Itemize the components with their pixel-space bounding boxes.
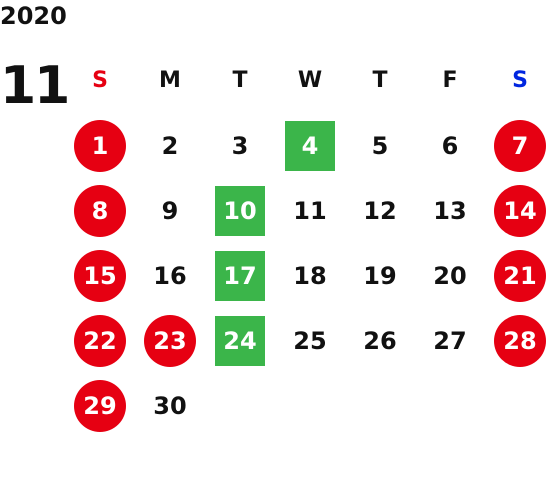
day-cell[interactable]: 13 [415,178,485,243]
marked-day-number: 24 [215,315,265,366]
weekday-sat: S [512,68,528,93]
weekday-fri: F [442,68,458,93]
day-number: 20 [433,261,467,290]
holiday-day-number: 22 [74,314,126,367]
day-cell[interactable]: 25 [275,308,345,373]
day-cell[interactable]: 2 [135,113,205,178]
weekday-wed: W [297,68,323,93]
weekday-tue: T [232,68,248,93]
week-row: 22 23 24 25 26 27 28 [65,308,548,373]
day-cell[interactable]: 7 [485,113,548,178]
day-number: 12 [363,196,397,225]
day-cell [345,373,415,438]
day-cell[interactable]: 12 [345,178,415,243]
holiday-day-number: 23 [144,314,196,367]
day-number: 3 [231,131,249,160]
marked-day-number: 10 [215,185,265,236]
day-number: 26 [363,326,397,355]
day-cell[interactable]: 16 [135,243,205,308]
day-number: 6 [441,131,459,160]
day-number: 30 [153,391,187,420]
day-cell [275,373,345,438]
day-number: 13 [433,196,467,225]
day-cell [415,373,485,438]
holiday-day-number: 21 [494,249,546,302]
day-cell[interactable]: 30 [135,373,205,438]
year-label: 2020 [0,2,67,30]
holiday-day-number: 7 [494,119,546,172]
day-cell[interactable]: 21 [485,243,548,308]
day-cell[interactable]: 9 [135,178,205,243]
marked-day-number: 17 [215,250,265,301]
weekday-thu: T [372,68,388,93]
day-cell[interactable]: 1 [65,113,135,178]
week-row: 15 16 17 18 19 20 21 [65,243,548,308]
day-cell[interactable]: 4 [275,113,345,178]
month-label: 11 [0,56,70,116]
holiday-day-number: 1 [74,119,126,172]
holiday-day-number: 29 [74,379,126,432]
weekday-mon: M [159,68,181,93]
day-number: 27 [433,326,467,355]
day-cell[interactable]: 15 [65,243,135,308]
day-cell[interactable]: 14 [485,178,548,243]
day-cell[interactable]: 24 [205,308,275,373]
week-row: 1 2 3 4 5 6 7 [65,113,548,178]
day-cell[interactable]: 18 [275,243,345,308]
day-cell[interactable]: 20 [415,243,485,308]
day-number: 25 [293,326,327,355]
weekday-sun: S [92,68,108,93]
day-cell [205,373,275,438]
day-cell[interactable]: 22 [65,308,135,373]
week-row: 29 30 [65,373,548,438]
day-cell[interactable]: 5 [345,113,415,178]
day-cell[interactable]: 17 [205,243,275,308]
day-number: 9 [161,196,179,225]
day-cell[interactable]: 19 [345,243,415,308]
day-cell[interactable]: 26 [345,308,415,373]
day-cell[interactable]: 3 [205,113,275,178]
day-number: 2 [161,131,179,160]
holiday-day-number: 8 [74,184,126,237]
day-cell[interactable]: 11 [275,178,345,243]
day-cell[interactable]: 10 [205,178,275,243]
marked-day-number: 4 [285,120,335,171]
holiday-day-number: 28 [494,314,546,367]
holiday-day-number: 15 [74,249,126,302]
day-cell[interactable]: 8 [65,178,135,243]
day-cell[interactable]: 23 [135,308,205,373]
holiday-day-number: 14 [494,184,546,237]
day-number: 18 [293,261,327,290]
day-cell[interactable]: 29 [65,373,135,438]
day-cell[interactable]: 27 [415,308,485,373]
weekday-header-row: S M T W T F S [65,48,548,113]
day-number: 16 [153,261,187,290]
day-number: 5 [371,131,389,160]
day-cell[interactable]: 6 [415,113,485,178]
day-number: 19 [363,261,397,290]
week-row: 8 9 10 11 12 13 14 [65,178,548,243]
day-cell[interactable]: 28 [485,308,548,373]
day-cell [485,373,548,438]
day-number: 11 [293,196,327,225]
